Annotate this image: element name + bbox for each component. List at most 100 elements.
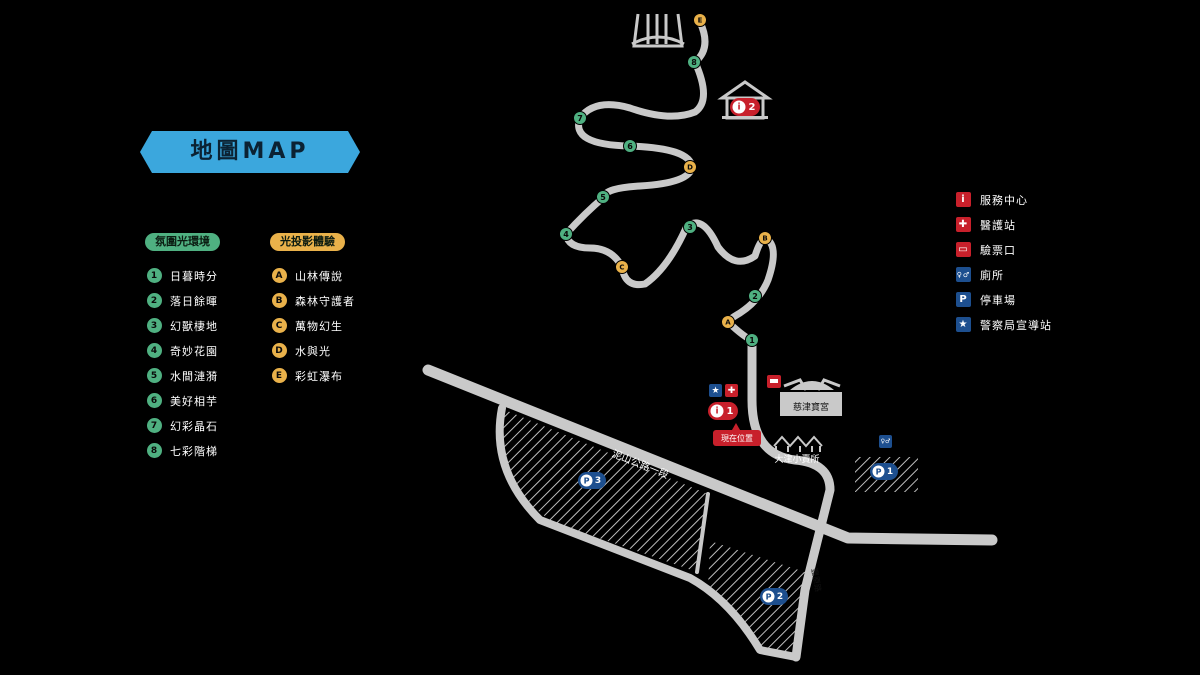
projection-legend-label: 森林守護者 [295, 294, 355, 308]
facility-legend-label: 停車場 [980, 293, 1016, 307]
projection-legend-item: E 彩虹瀑布 [272, 363, 355, 388]
ambient-legend-label: 七彩階梯 [170, 444, 218, 458]
svg-text:2: 2 [752, 292, 758, 301]
trail-marker-orange-E: E [693, 13, 707, 27]
facility-legend-label: 警察局宣導站 [980, 318, 1052, 332]
map-title-badge: 地圖MAP [140, 131, 360, 173]
trail-marker-green-7: 7 [573, 111, 587, 125]
temple-label: 慈津寶宮 [793, 401, 829, 413]
road-parking-divider [695, 492, 710, 574]
parking-icon: P [956, 292, 971, 307]
ambient-legend-label: 日暮時分 [170, 269, 218, 283]
facility-legend-item: P 停車場 [956, 287, 1052, 312]
svg-text:✚: ✚ [728, 386, 736, 396]
svg-text:1: 1 [749, 336, 755, 345]
ambient-legend-label: 奇妙花園 [170, 344, 218, 358]
info-icon: i [956, 192, 971, 207]
svg-text:現在位置: 現在位置 [721, 433, 753, 443]
facility-legend-item: i 服務中心 [956, 187, 1052, 212]
svg-text:E: E [698, 17, 703, 25]
parking-lot-3-area [500, 408, 708, 572]
projection-legend-number-badge: E [272, 368, 287, 383]
svg-text:B: B [762, 235, 767, 243]
svg-text:3: 3 [687, 223, 693, 232]
trail-marker-green-6: 6 [623, 139, 637, 153]
projection-legend-label: 水與光 [295, 344, 331, 358]
ambient-legend-number-badge: 1 [147, 268, 162, 283]
facility-legend-label: 服務中心 [980, 193, 1028, 207]
ambient-legend-number-badge: 4 [147, 343, 162, 358]
ambient-legend-label: 幻彩晶石 [170, 419, 218, 433]
police-and-first-aid-icons: ★✚ [709, 384, 738, 397]
ambient-legend-number-badge: 3 [147, 318, 162, 333]
svg-text:5: 5 [600, 193, 606, 202]
waterfall-icon [631, 13, 685, 48]
svg-text:A: A [725, 319, 731, 327]
ambient-legend-label: 幻獸棲地 [170, 319, 218, 333]
projection-legend-number-badge: C [272, 318, 287, 333]
ambient-legend-label: 落日餘暉 [170, 294, 218, 308]
ticket-icon: ▭ [956, 242, 971, 257]
svg-text:1: 1 [727, 406, 734, 417]
svg-text:i: i [737, 103, 740, 113]
svg-text:★: ★ [711, 386, 719, 396]
restroom-icon: ♀♂ [956, 267, 971, 282]
ambient-legend-item: 1 日暮時分 [147, 263, 218, 288]
svg-text:3: 3 [595, 476, 601, 486]
projection-legend-label: 山林傳說 [295, 269, 343, 283]
temple-icon [780, 378, 842, 416]
parking-lot-2-area [708, 541, 805, 655]
svg-text:P: P [766, 593, 772, 602]
projection-legend-item: A 山林傳說 [272, 263, 355, 288]
trail-marker-green-5: 5 [596, 190, 610, 204]
category-ambient: 氛圍光環境 [145, 233, 220, 251]
shop-icon [773, 435, 823, 452]
trail-marker-orange-C: C [615, 260, 629, 274]
ambient-legend-number-badge: 5 [147, 368, 162, 383]
projection-legend-number-badge: D [272, 343, 287, 358]
trail-marker-orange-D: D [683, 160, 697, 174]
facility-legend-item: ▭ 驗票口 [956, 237, 1052, 262]
police-icon: ★ [956, 317, 971, 332]
svg-text:6: 6 [627, 142, 633, 151]
svg-text:2: 2 [777, 592, 783, 602]
map-title: 地圖MAP [190, 139, 310, 164]
shop-label: 大津小賣所 [774, 453, 819, 465]
ambient-legend-item: 4 奇妙花園 [147, 338, 218, 363]
svg-text:i: i [715, 407, 718, 417]
svg-text:7: 7 [577, 114, 583, 123]
projection-legend-number-badge: A [272, 268, 287, 283]
projection-legend-item: D 水與光 [272, 338, 355, 363]
trail-marker-green-3: 3 [683, 220, 697, 234]
svg-text:C: C [619, 264, 624, 272]
svg-text:D: D [687, 164, 693, 172]
first-aid-icon: ✚ [956, 217, 971, 232]
projection-legend-item: C 萬物幻生 [272, 313, 355, 338]
projection-legend-label: 萬物幻生 [295, 319, 343, 333]
svg-text:♀♂: ♀♂ [881, 438, 891, 445]
road-main [422, 364, 998, 546]
facility-legend-item: ✚醫護站 [956, 212, 1052, 237]
title-badge-shape [140, 131, 360, 173]
trail [562, 18, 777, 344]
facility-legend-item: ★ 警察局宣導站 [956, 312, 1052, 337]
projection-legend-number-badge: B [272, 293, 287, 308]
projection-legend-label: 彩虹瀑布 [295, 369, 343, 383]
facility-legend-item: ♀♂ 廁所 [956, 262, 1052, 287]
facility-legend-label: 廁所 [980, 268, 1004, 282]
ambient-legend-number-badge: 6 [147, 393, 162, 408]
svg-text:8: 8 [691, 58, 697, 67]
ambient-legend-number-badge: 7 [147, 418, 162, 433]
you-are-here-marker: 現在位置 [713, 423, 761, 446]
facility-legend-label: 驗票口 [980, 243, 1016, 257]
trail-marker-green-2: 2 [748, 289, 762, 303]
svg-text:P: P [876, 468, 882, 477]
